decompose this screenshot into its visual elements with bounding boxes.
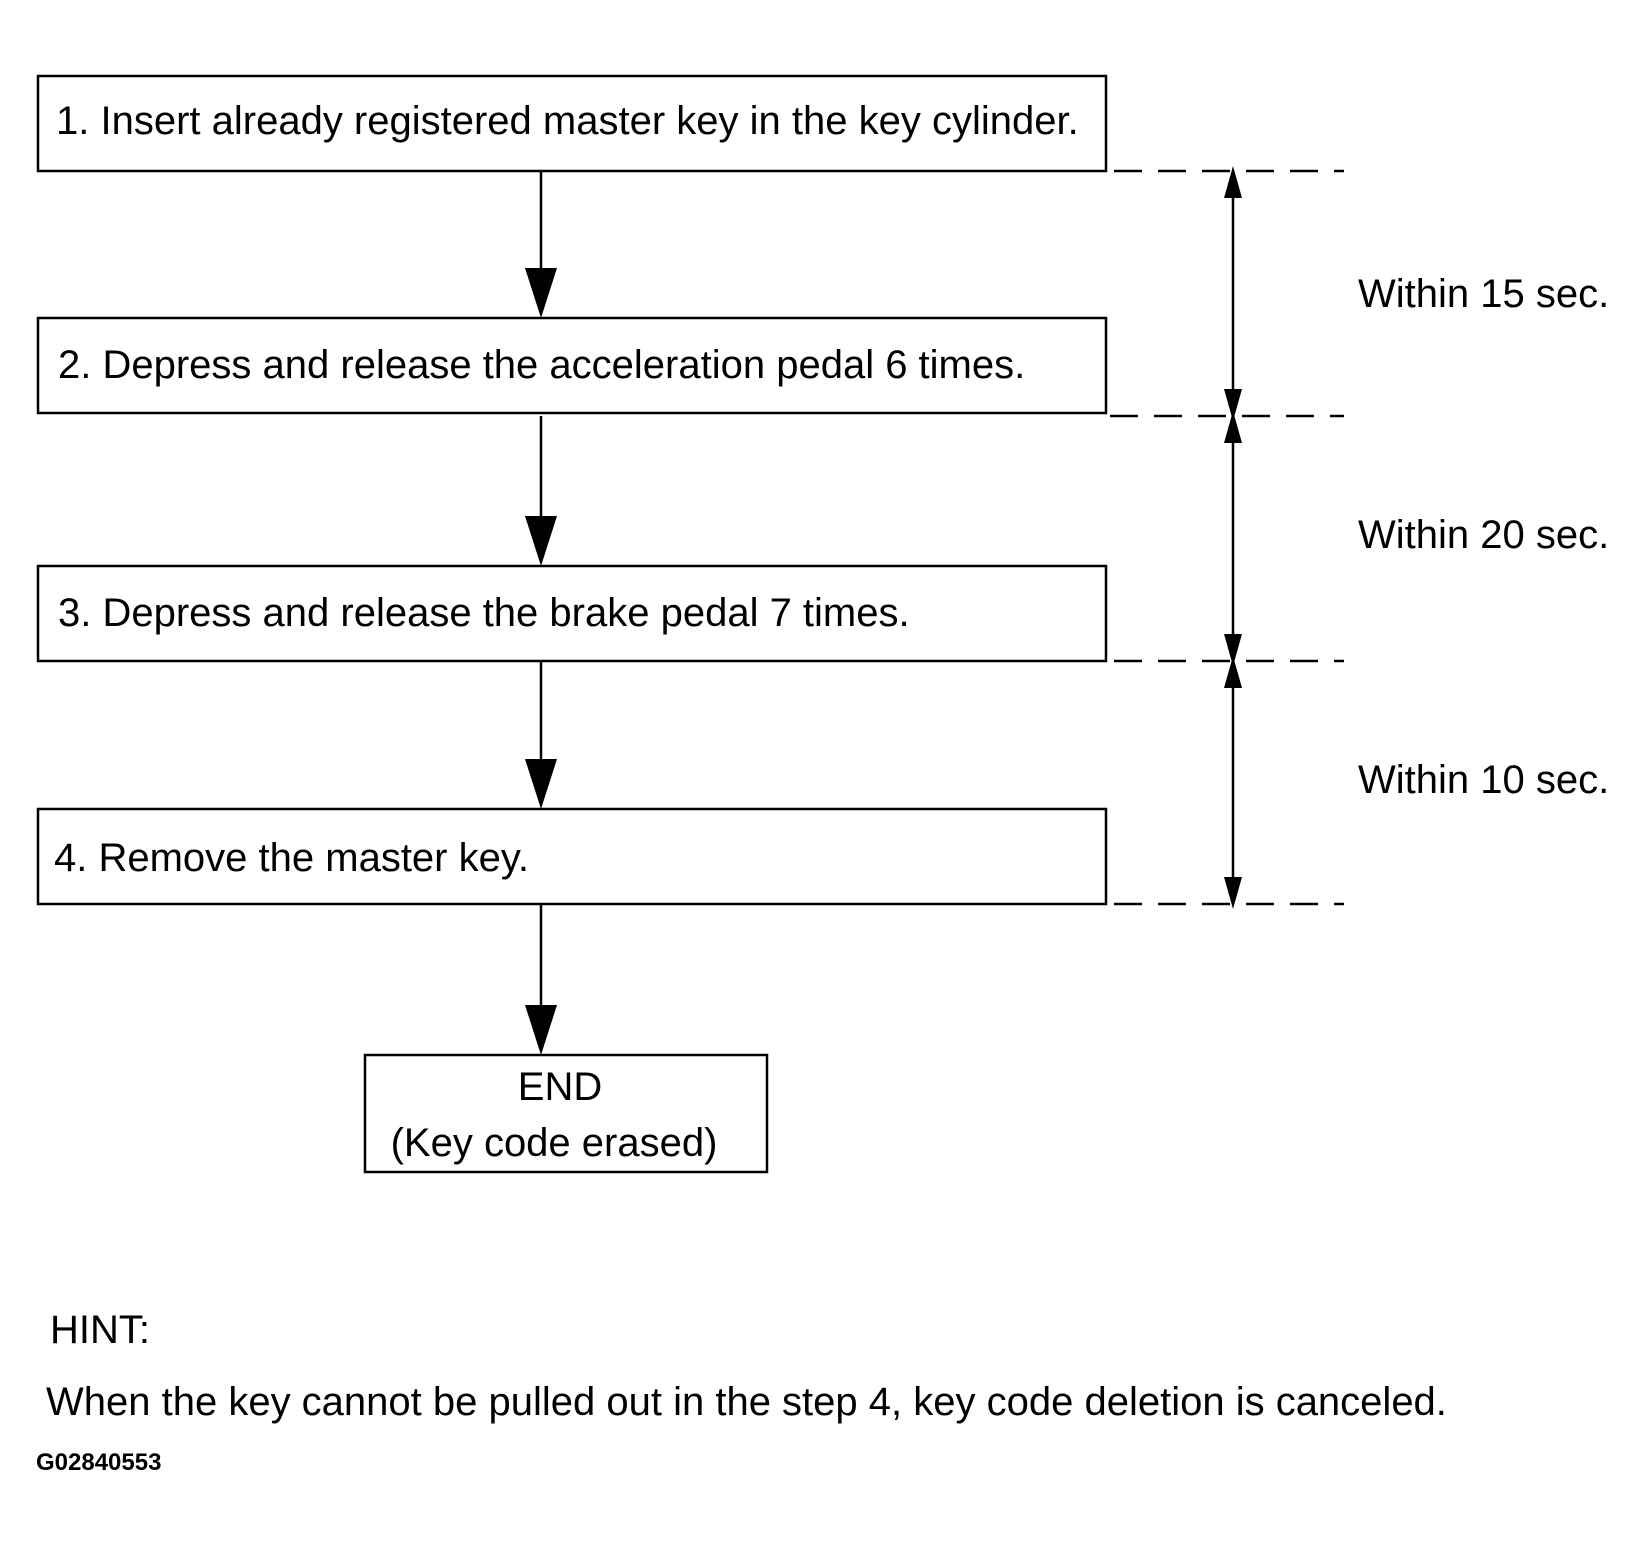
interval-arrow-2 xyxy=(1224,411,1242,666)
step-label-2: 2. Depress and release the acceleration … xyxy=(58,343,1025,387)
arrowhead-up-icon xyxy=(1224,411,1242,443)
hint-label: HINT: xyxy=(50,1308,150,1352)
arrowhead-down-icon xyxy=(525,759,557,809)
arrowhead-up-icon xyxy=(1224,656,1242,688)
interval-label-2: Within 20 sec. xyxy=(1358,513,1609,557)
hint-text: When the key cannot be pulled out in the… xyxy=(46,1380,1447,1424)
arrowhead-down-icon xyxy=(525,268,557,318)
step-label-4: 4. Remove the master key. xyxy=(54,836,529,880)
flow-arrow-1 xyxy=(525,171,557,318)
step-label-1: 1. Insert already registered master key … xyxy=(56,99,1079,143)
interval-label-3: Within 10 sec. xyxy=(1358,758,1609,802)
figure-id: G02840553 xyxy=(36,1449,162,1476)
end-label: END xyxy=(518,1065,602,1109)
end-box: END (Key code erased) xyxy=(363,1053,769,1174)
flow-arrow-4 xyxy=(525,904,557,1055)
interval-arrow-1 xyxy=(1224,166,1242,421)
arrowhead-down-icon xyxy=(525,516,557,566)
interval-label-1: Within 15 sec. xyxy=(1358,272,1609,316)
arrowhead-up-icon xyxy=(1224,166,1242,198)
step-label-3: 3. Depress and release the brake pedal 7… xyxy=(58,591,910,635)
arrowhead-down-icon xyxy=(1224,389,1242,421)
step-box-4: 4. Remove the master key. xyxy=(36,807,1108,906)
arrowhead-down-icon xyxy=(525,1005,557,1055)
arrowhead-down-icon xyxy=(1224,634,1242,666)
step-box-2: 2. Depress and release the acceleration … xyxy=(36,316,1108,415)
flow-arrow-2 xyxy=(525,416,557,566)
arrowhead-down-icon xyxy=(1224,877,1242,909)
interval-arrow-3 xyxy=(1224,656,1242,909)
end-sublabel: (Key code erased) xyxy=(391,1121,718,1165)
step-box-3: 3. Depress and release the brake pedal 7… xyxy=(36,564,1108,663)
step-box-1: 1. Insert already registered master key … xyxy=(36,74,1108,173)
flow-arrow-3 xyxy=(525,661,557,809)
